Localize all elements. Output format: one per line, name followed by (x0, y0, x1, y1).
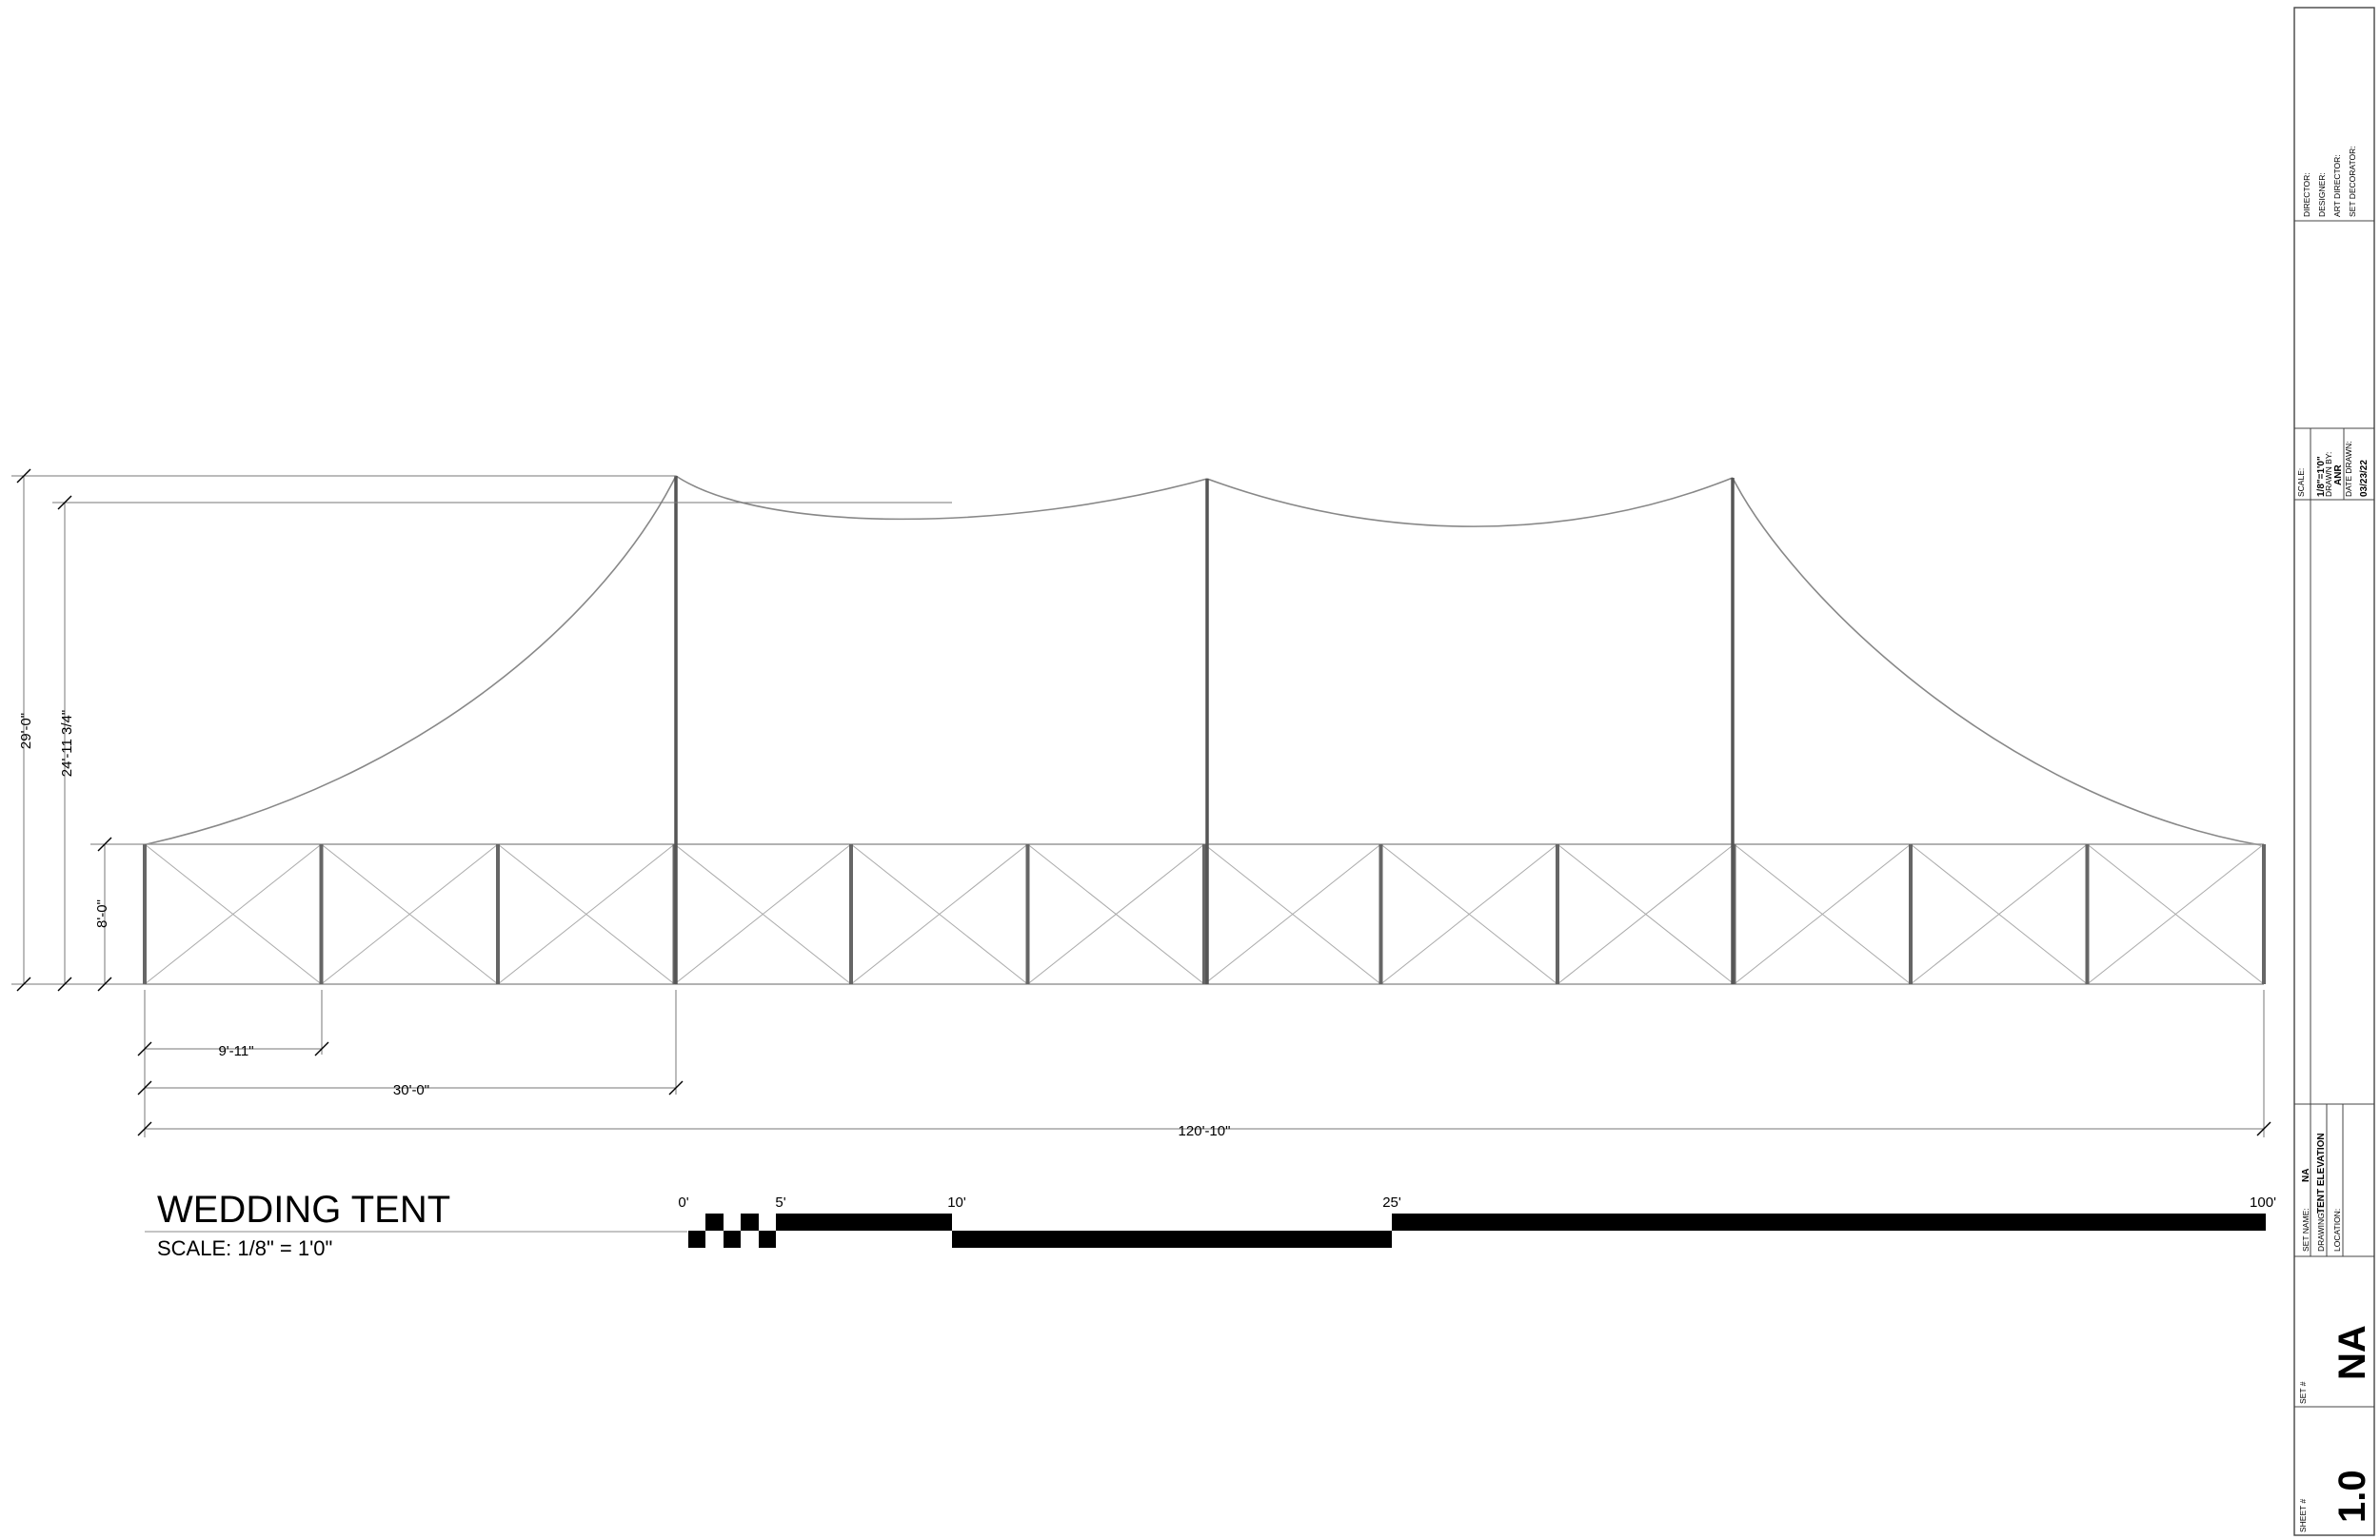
roof-canopy (146, 475, 2262, 846)
cross-brace (144, 843, 322, 985)
dimension-ticks (16, 468, 2271, 1136)
scale-bar-5-10 (776, 1214, 952, 1231)
dimension-labels: 29'-0" 24'-11 3/4" 8'-0" 9'-11" 30'-0" 1… (18, 710, 1230, 1139)
scale-checker-top-2 (741, 1214, 759, 1231)
location-label: LOCATION: (2332, 1209, 2342, 1252)
cross-bracing (144, 843, 2265, 985)
cross-brace (1910, 843, 2088, 985)
drawing-title-block: WEDDING TENT SCALE: 1/8" = 1'0" (145, 1189, 687, 1260)
cross-brace (1734, 843, 1912, 985)
set-name-value: NA (2301, 1169, 2311, 1182)
sheet-number-value: 1.0 (2331, 1470, 2373, 1523)
art-director-label: ART DIRECTOR: (2332, 154, 2342, 217)
title-block: DIRECTOR: DESIGNER: ART DIRECTOR: SET DE… (2293, 7, 2375, 1536)
scale-bar-10-25 (952, 1231, 1392, 1248)
title-block-rules (2294, 220, 2374, 1408)
scale-checker-bottom-1 (688, 1231, 705, 1248)
roof-swag-2 (1206, 477, 1734, 527)
roof-end-left (146, 475, 677, 845)
tb-drawn-by-label: DRAWN BY: (2324, 452, 2333, 497)
scale-bar-labels: 0' 5' 10' 25' 100' (678, 1194, 2276, 1211)
graphic-scale-bar (688, 1214, 2266, 1248)
scale-label-5: 5' (775, 1194, 785, 1211)
cross-brace (850, 843, 1028, 985)
tb-scale-label: SCALE: (2296, 468, 2306, 497)
dimensions (11, 468, 2271, 1137)
cross-brace (2087, 843, 2265, 985)
tent-elevation (143, 475, 2266, 985)
roof-end-right (1732, 477, 2262, 846)
tb-drawn-by-value: ANR (2333, 464, 2344, 485)
scale-label-10: 10' (947, 1194, 966, 1211)
cross-brace (321, 843, 499, 985)
title-block-frame (2293, 7, 2375, 1536)
designer-label: DESIGNER: (2317, 172, 2327, 217)
tb-date-drawn-label: DATE DRAWN: (2344, 441, 2353, 497)
side-poles (143, 844, 2266, 984)
drawing-label: DRAWING: (2316, 1211, 2326, 1252)
scale-label-100: 100' (2250, 1194, 2276, 1211)
set-number-value: NA (2331, 1325, 2373, 1380)
cross-brace (674, 843, 852, 985)
scale-label-0: 0' (678, 1194, 688, 1211)
scale-checker-bottom-2 (724, 1231, 741, 1248)
drawing-title: WEDDING TENT (157, 1189, 450, 1231)
scale-label-25: 25' (1382, 1194, 1401, 1211)
drawing-scale-label: SCALE: 1/8" = 1'0" (157, 1236, 332, 1260)
roof-swag-1 (675, 475, 1208, 521)
set-name-label: SET NAME: (2301, 1208, 2311, 1252)
cross-brace (1557, 843, 1735, 985)
dim-overall-length-label: 120'-10" (1179, 1123, 1231, 1139)
cross-brace (1380, 843, 1558, 985)
set-number-label: SET # (2298, 1381, 2308, 1404)
set-decorator-label: SET DECORATOR: (2348, 146, 2357, 217)
tb-scale-value: 1/8"=1'0" (2316, 456, 2327, 497)
center-poles (674, 476, 1735, 984)
dim-side-height-label: 8'-0" (94, 899, 110, 928)
cross-brace (1027, 843, 1205, 985)
cross-brace (1203, 843, 1381, 985)
dim-bay-width-label: 9'-11" (218, 1043, 253, 1059)
sheet-number-label: SHEET # (2298, 1498, 2308, 1532)
cross-brace (497, 843, 675, 985)
dim-mid-height-label: 24'-11 3/4" (59, 710, 75, 777)
dim-pole-spacing-label: 30'-0" (393, 1082, 429, 1098)
tb-date-drawn-value: 03/23/22 (2359, 460, 2370, 497)
director-label: DIRECTOR: (2302, 172, 2311, 217)
dim-overall-height-label: 29'-0" (18, 713, 34, 749)
scale-checker-top-1 (705, 1214, 724, 1231)
drawing-value: TENT ELEVATION (2316, 1133, 2327, 1214)
scale-bar-25-100 (1392, 1214, 2266, 1231)
scale-checker-bottom-3 (759, 1231, 776, 1248)
